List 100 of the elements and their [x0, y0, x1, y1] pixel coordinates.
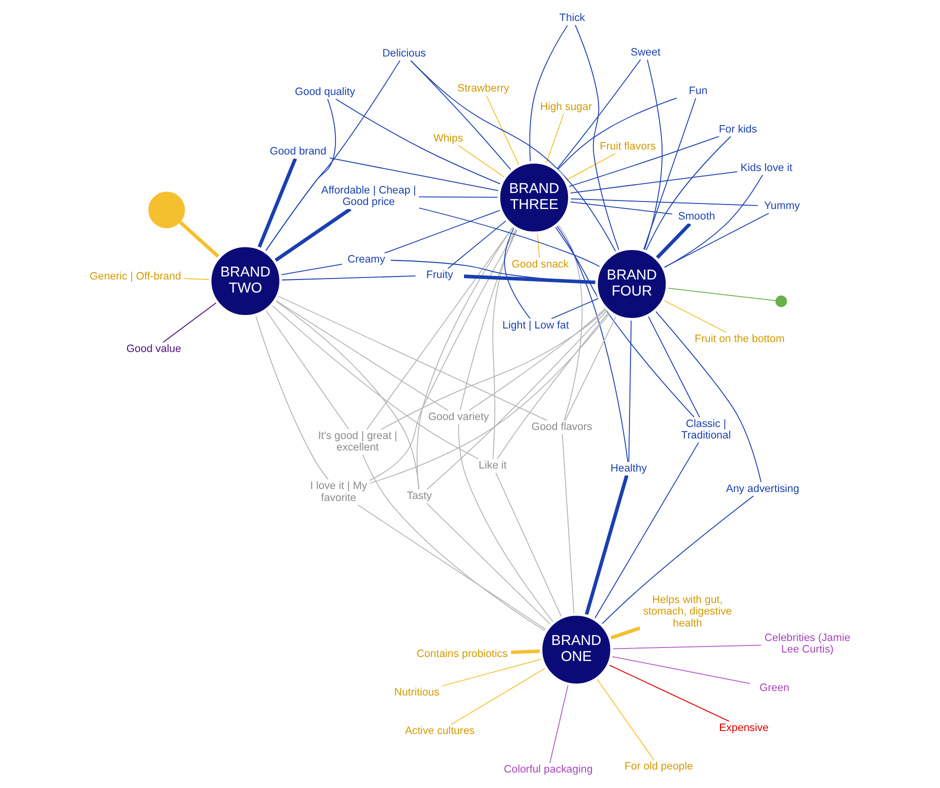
node-text: Tasty [406, 490, 432, 502]
node-text: Creamy [347, 254, 385, 266]
connector [486, 95, 520, 166]
connector [556, 59, 641, 170]
connector [450, 667, 546, 725]
node-text: Colorful packaging [503, 763, 592, 776]
connector [561, 434, 574, 615]
connector [362, 454, 546, 632]
connector [468, 308, 606, 411]
connector [556, 97, 677, 171]
connector [662, 174, 763, 268]
node-text: Smooth [678, 210, 715, 223]
connector [440, 658, 542, 687]
connector [608, 664, 730, 722]
connector [610, 656, 750, 684]
node-text: Active cultures [404, 725, 474, 738]
connector [274, 300, 419, 490]
node-text: Healthy [610, 462, 646, 474]
connector [510, 649, 540, 654]
node-text: It's good | great | excellent [318, 430, 397, 454]
node-text: For kids [718, 123, 757, 136]
connector [334, 98, 502, 185]
connector [356, 504, 547, 630]
connector [654, 310, 762, 483]
connector [568, 198, 758, 206]
node-text: Good flavors [531, 421, 592, 434]
node-circle: BRAND FOUR [594, 247, 668, 321]
connector [536, 232, 540, 258]
node-text: Contains probiotics [416, 648, 508, 660]
connector [600, 495, 754, 625]
node-text: Fruit flavors [599, 140, 656, 153]
connector [550, 298, 600, 320]
connector [596, 678, 654, 760]
connector [273, 208, 351, 262]
node-text: Strawberry [456, 82, 509, 95]
node-text: Like it [478, 460, 506, 472]
connector [662, 212, 769, 268]
node-circle: BRAND TWO [208, 244, 282, 318]
connector [463, 274, 596, 284]
connector [366, 226, 514, 430]
node-text: I love it | My favorite [310, 480, 367, 504]
node-text: High sugar [540, 100, 592, 113]
node-text: Good brand [269, 146, 326, 158]
connector [425, 502, 551, 626]
connector [328, 158, 500, 192]
connector [492, 228, 517, 460]
node-text: Good variety [428, 411, 488, 424]
node-text: Fruity [426, 269, 453, 281]
connector [410, 60, 616, 253]
node-circle [148, 192, 184, 228]
node-text: Classic | Traditional [680, 418, 730, 442]
connector [494, 472, 562, 618]
connector [274, 300, 448, 411]
connector [568, 171, 738, 194]
connector [662, 300, 726, 333]
connector [457, 145, 506, 178]
node-text: Sweet [630, 46, 660, 58]
node-text: Light | Low fat [502, 319, 568, 332]
connector [574, 24, 620, 252]
connector [418, 196, 499, 198]
connector [383, 209, 501, 254]
connector [564, 315, 616, 421]
connector [644, 136, 731, 252]
node-text: Nutritious [394, 686, 439, 699]
connector [182, 278, 210, 280]
connector [380, 308, 607, 430]
node-text: Fruit on the bottom [694, 333, 784, 346]
connector [418, 208, 601, 268]
connector [496, 310, 610, 460]
connector [666, 288, 776, 302]
node-circle [774, 296, 787, 308]
connector [459, 228, 518, 411]
connector [654, 222, 691, 260]
node-text: Yummy [764, 200, 800, 212]
node-text: Good quality [294, 86, 355, 98]
connector [504, 226, 530, 320]
connector [642, 98, 696, 251]
connector [646, 315, 700, 418]
connector [643, 59, 662, 252]
connector [264, 310, 349, 430]
connector [162, 302, 217, 343]
connector [567, 136, 720, 188]
node-text: Whips [432, 132, 463, 144]
node-text: Kids love it [740, 162, 792, 174]
connector [608, 626, 640, 640]
connector [556, 224, 582, 422]
connector [544, 114, 564, 165]
node-text: Fun [688, 84, 707, 97]
node-text: Expensive [718, 722, 768, 734]
connector [528, 24, 568, 163]
connector [254, 314, 328, 480]
node-text: Celebrities (Jamie Lee Curtis) [764, 632, 850, 656]
node-text: Good value [126, 342, 181, 355]
connector [593, 442, 699, 620]
connector [568, 201, 672, 214]
connector [446, 220, 507, 269]
connector [548, 684, 568, 764]
connector [610, 644, 762, 650]
node-text: Good snack [511, 258, 568, 270]
node-circle: BRAND THREE [497, 160, 570, 234]
